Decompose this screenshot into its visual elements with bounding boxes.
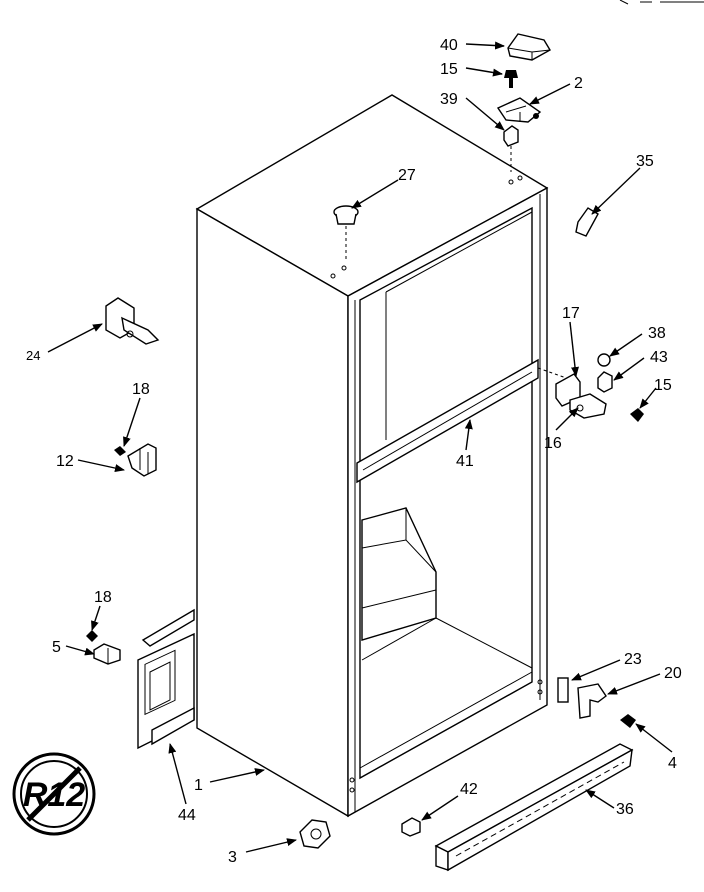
frame-hole [537,679,543,685]
shim [503,125,519,147]
part-15-screw-top [504,70,518,88]
label-44: 44 [178,807,196,824]
top-hole [330,273,336,279]
label-12: 12 [56,453,74,470]
badge-slash [26,766,82,822]
label-1: 1 [194,777,203,794]
screw-head [504,70,518,78]
screw-15b [630,408,644,422]
label-17: 17 [562,305,580,322]
label-43: 43 [650,349,668,366]
bracket-12-edges [139,448,149,474]
label-42: 42 [460,781,478,798]
part-39-shim [503,125,519,172]
part-35-plug [575,207,599,237]
hinge-cover [507,33,551,61]
part-5-clamp [86,630,121,665]
label-27: 27 [398,167,416,184]
label-20: 20 [664,665,682,682]
back-panel-foot [151,706,195,746]
grille-top [434,743,634,853]
screw-4 [620,714,636,728]
cabinet-left-side [196,207,349,818]
frame-hole [537,689,543,695]
cabinet-body [195,94,549,818]
part-12-bracket [114,443,157,477]
screw-shank [509,78,513,88]
r12-badge: R12 [12,752,96,836]
part-3-roller [299,819,331,849]
label-23: 23 [624,651,642,668]
label-41: 41 [456,453,474,470]
label-18a: 18 [132,381,150,398]
bracket-12 [127,443,157,477]
back-panel-tab [141,608,195,647]
hinge-cover-edges [507,47,551,60]
screw-18b [86,630,98,642]
part-20-bracket [557,677,636,728]
latch-pin [121,316,160,345]
part-2-top-hinge [496,97,542,123]
interior-floor [361,617,533,669]
top-edge-fragment [619,0,704,5]
roller [299,819,331,849]
part-24-latch [105,297,160,345]
part-36-toe-grille [434,743,634,872]
part-41-center-rail [356,358,573,484]
label-4: 4 [668,755,677,772]
part-42-clip [401,817,421,837]
label-15a: 15 [440,61,458,78]
label-36: 36 [616,801,634,818]
bottom-rail [359,671,533,779]
interior-compartment [361,507,437,641]
label-38: 38 [648,325,666,342]
latch-ring [126,330,134,338]
top-hinge-edges [505,105,527,122]
screw-18a [114,446,126,456]
washer-38 [597,353,611,367]
center-rail-line [362,371,533,471]
label-16: 16 [544,435,562,452]
roller-wheel [310,828,322,840]
part-44-back-panel [137,608,195,750]
top-hole [341,265,347,271]
bushing-43 [597,371,613,393]
label-35: 35 [636,153,654,170]
label-18b: 18 [94,589,112,606]
label-40: 40 [440,37,458,54]
label-3: 3 [228,849,237,866]
interior-back-edge [385,211,533,440]
back-panel-window [144,649,176,716]
part-40-hinge-cover [507,33,551,61]
frame-hole [349,777,355,783]
label-24: 24 [26,348,40,363]
grille-front [447,748,633,872]
label-2: 2 [574,75,583,92]
top-hole [517,175,523,181]
clip-42 [401,817,421,837]
label-39: 39 [440,91,458,108]
plug [575,207,599,237]
compartment-edges [361,508,437,609]
frame-hole [349,787,355,793]
hinge-pin [533,113,539,119]
shim-23 [557,677,569,703]
top-hole [508,179,514,185]
label-15b: 15 [654,377,672,394]
back-panel-slot [149,661,171,711]
part-labels: 40 15 2 39 35 27 24 18 12 17 38 43 15 16… [26,37,682,866]
button-body [335,213,357,225]
part-27-button [333,205,359,262]
clamp-5 [93,643,121,665]
bracket-20 [577,683,607,719]
leader-lines [47,41,673,853]
grille-slots [455,761,625,857]
label-5: 5 [52,639,61,656]
part-16-bottom-hinge [555,353,644,422]
